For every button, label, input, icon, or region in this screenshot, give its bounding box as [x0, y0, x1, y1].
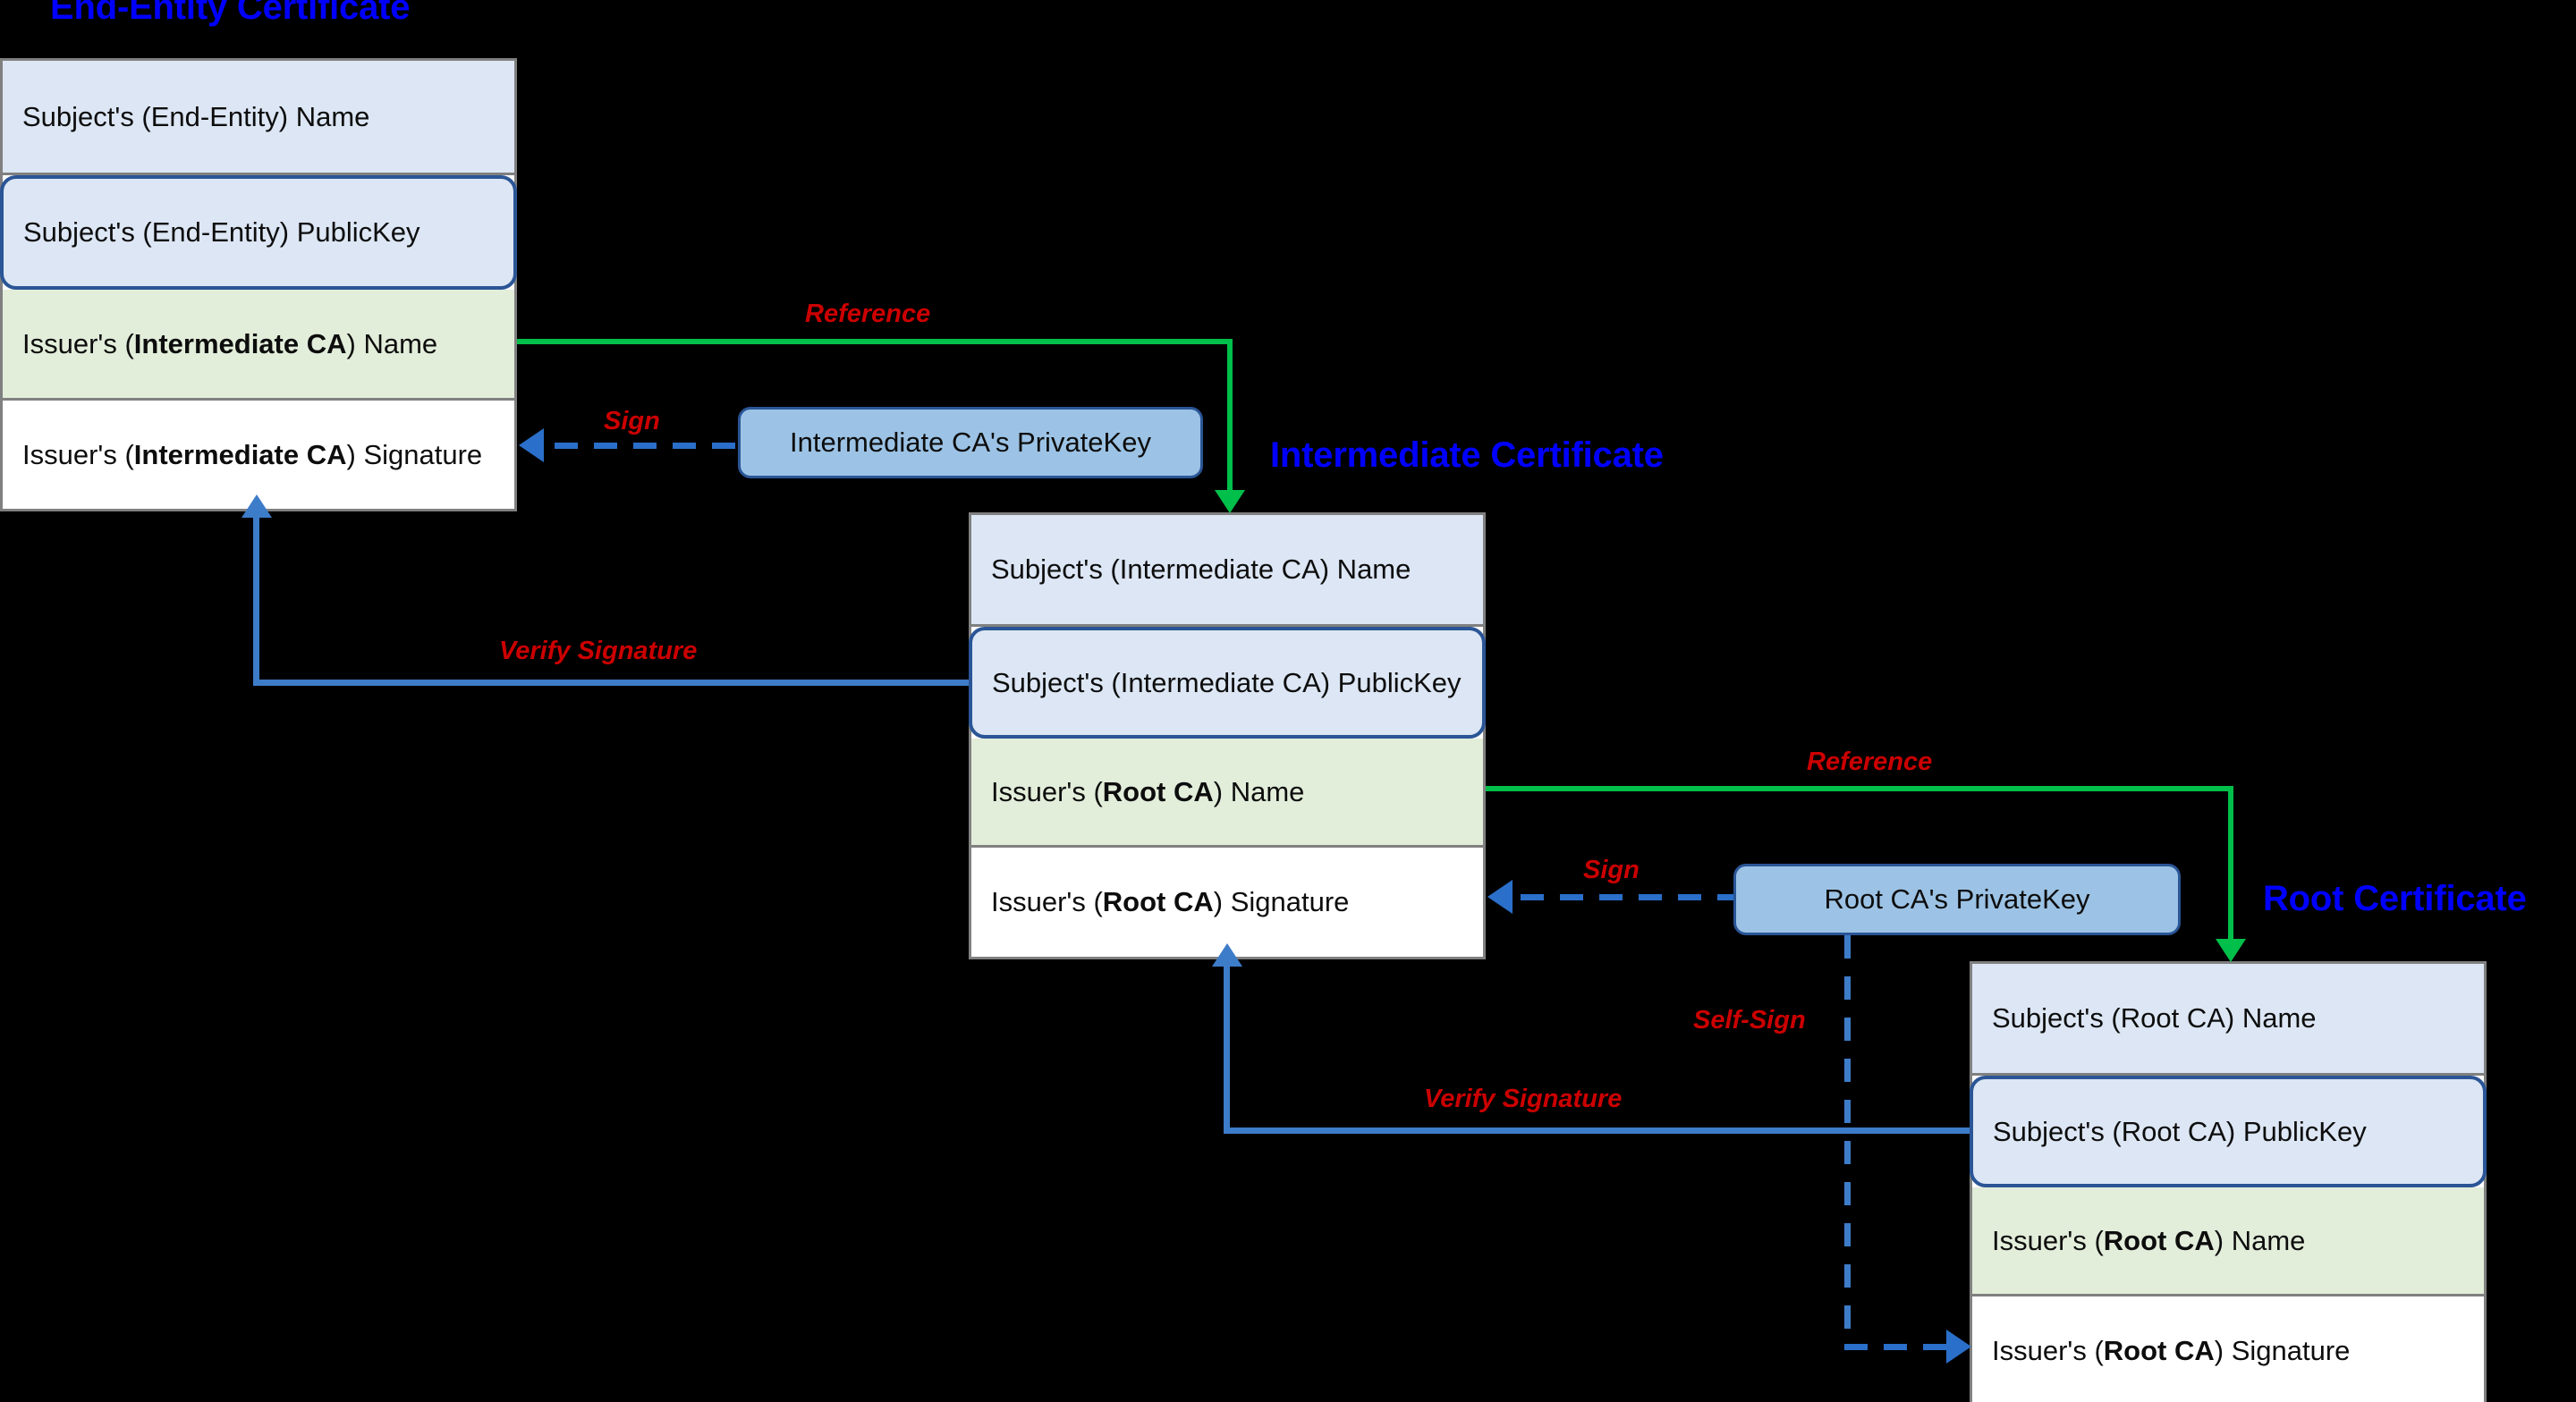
end-entity-certificate: Subject's (End-Entity) Name Subject's (E… [0, 58, 517, 511]
reference-edge-horizontal-1 [517, 339, 1233, 344]
self-sign-edge-horizontal [1844, 1344, 1961, 1350]
end-entity-subject-name-row: Subject's (End-Entity) Name [3, 61, 514, 175]
row-text: Subject's (Intermediate CA) PublicKey [992, 666, 1462, 698]
reference-label-2: Reference [1807, 747, 1933, 776]
sign-label-2: Sign [1583, 856, 1640, 884]
self-sign-edge-vertical [1844, 935, 1851, 1347]
end-entity-certificate-title: End-Entity Certificate [50, 0, 411, 27]
root-issuer-name-row: Issuer's (Root CA) Name [1972, 1187, 2484, 1296]
root-issuer-signature-row: Issuer's (Root CA) Signature [1972, 1296, 2484, 1402]
row-text: Subject's (End-Entity) Name [22, 100, 370, 132]
sign-arrowhead-2 [1487, 880, 1513, 914]
intermediate-subject-name-row: Subject's (Intermediate CA) Name [971, 515, 1483, 627]
verify-edge-vertical-2 [1224, 964, 1230, 1132]
self-sign-arrowhead [1946, 1330, 1971, 1364]
sign-arrowhead-1 [519, 428, 544, 462]
verify-arrowhead-1 [242, 494, 272, 518]
verify-signature-label-1: Verify Signature [499, 637, 698, 665]
end-entity-issuer-name-row: Issuer's (Intermediate CA) Name [3, 290, 514, 401]
intermediate-subject-publickey-row: Subject's (Intermediate CA) PublicKey [969, 627, 1486, 739]
intermediate-issuer-name-row: Issuer's (Root CA) Name [971, 739, 1483, 848]
reference-edge-vertical-1 [1227, 339, 1233, 495]
sign-edge-dashed-1 [555, 443, 742, 449]
row-text: Issuer's (Root CA) Signature [1992, 1335, 2351, 1366]
verify-edge-horizontal-2 [1224, 1128, 1971, 1134]
root-subject-name-row: Subject's (Root CA) Name [1972, 964, 2484, 1076]
root-ca-privatekey[interactable]: Root CA's PrivateKey [1733, 864, 2181, 935]
row-text: Issuer's (Root CA) Name [1992, 1224, 2306, 1256]
reference-label-1: Reference [805, 300, 931, 328]
row-text: Issuer's (Root CA) Signature [991, 886, 1350, 917]
intermediate-certificate-title: Intermediate Certificate [1270, 435, 1664, 475]
self-sign-label: Self-Sign [1693, 1006, 1806, 1035]
sign-edge-dashed-2 [1521, 894, 1735, 900]
root-certificate-title: Root Certificate [2263, 879, 2527, 918]
reference-arrowhead-2 [2216, 939, 2246, 962]
sign-label-1: Sign [604, 407, 660, 435]
row-text: Subject's (Intermediate CA) Name [991, 553, 1411, 585]
end-entity-issuer-signature-row: Issuer's (Intermediate CA) Signature [3, 401, 514, 509]
row-text: Issuer's (Intermediate CA) Name [22, 327, 438, 359]
row-text: Subject's (End-Entity) PublicKey [23, 216, 420, 248]
row-text: Issuer's (Intermediate CA) Signature [22, 438, 483, 470]
verify-edge-horizontal-1 [253, 680, 969, 686]
verify-signature-label-2: Verify Signature [1424, 1085, 1623, 1113]
row-text: Issuer's (Root CA) Name [991, 775, 1305, 807]
row-text: Subject's (Root CA) PublicKey [1993, 1115, 2367, 1147]
intermediate-ca-privatekey[interactable]: Intermediate CA's PrivateKey [738, 407, 1203, 478]
intermediate-issuer-signature-row: Issuer's (Root CA) Signature [971, 848, 1483, 957]
reference-arrowhead-1 [1215, 490, 1245, 513]
verify-edge-vertical-1 [253, 514, 259, 684]
privatekey-label: Root CA's PrivateKey [1824, 883, 2090, 915]
root-certificate: Subject's (Root CA) Name Subject's (Root… [1970, 961, 2487, 1402]
row-text: Subject's (Root CA) Name [1992, 1002, 2317, 1034]
verify-arrowhead-2 [1212, 943, 1242, 967]
intermediate-certificate: Subject's (Intermediate CA) Name Subject… [969, 512, 1486, 959]
end-entity-subject-publickey-row: Subject's (End-Entity) PublicKey [0, 175, 517, 290]
root-subject-publickey-row: Subject's (Root CA) PublicKey [1970, 1076, 2487, 1187]
reference-edge-horizontal-2 [1486, 786, 2233, 791]
reference-edge-vertical-2 [2228, 786, 2233, 943]
privatekey-label: Intermediate CA's PrivateKey [790, 427, 1151, 458]
